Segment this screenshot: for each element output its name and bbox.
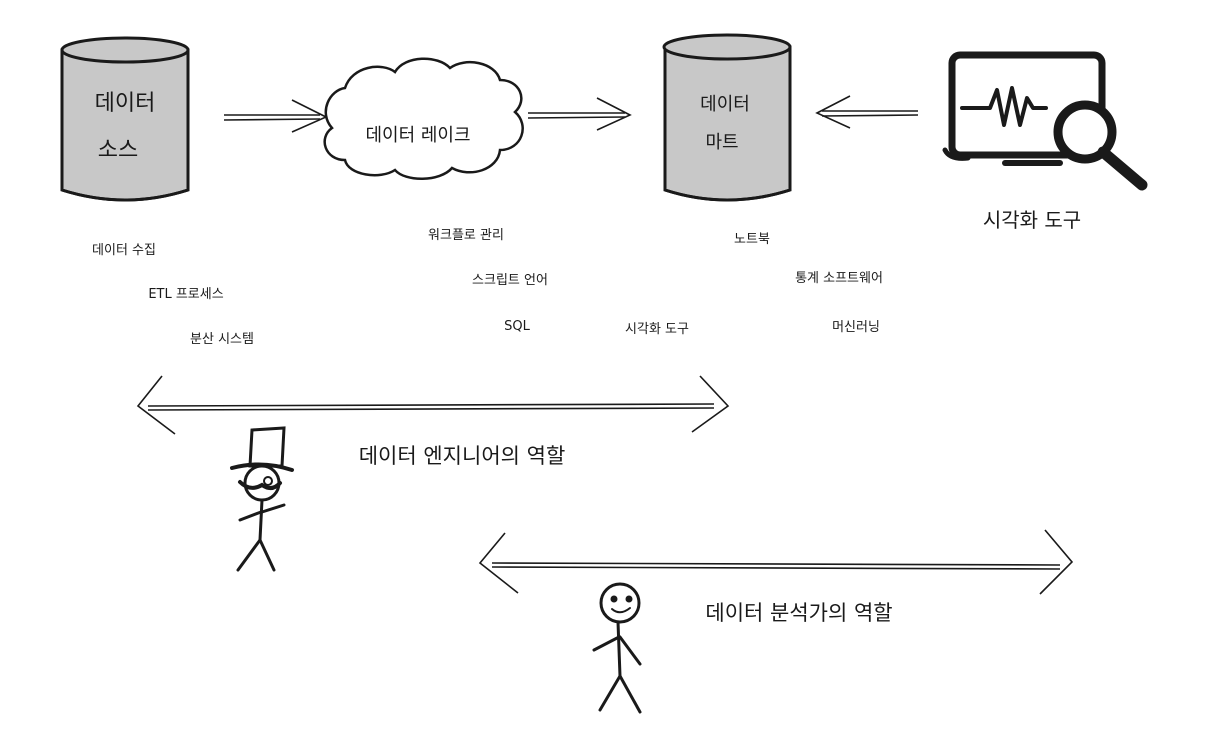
arrow-viz-to-mart: [815, 95, 919, 129]
workflow-label: 워크플로 관리: [428, 228, 504, 243]
notebook-label: 노트북: [734, 232, 770, 247]
analyst-range-arrow: [478, 529, 1074, 595]
script-label: 스크립트 언어: [472, 273, 548, 288]
stick-figure-smiling-icon: [592, 582, 642, 714]
data-lake-label: 데이터 레이크: [365, 125, 470, 146]
sql-label: SQL: [504, 319, 530, 334]
analyst-role-label: 데이터 분석가의 역할: [705, 601, 892, 625]
engineer-role-label: 데이터 엔지니어의 역할: [359, 444, 566, 468]
data-mart-cylinder-icon: [662, 33, 792, 202]
viz-feature-label: 시각화 도구: [625, 322, 689, 337]
arrow-lake-to-mart: [527, 97, 632, 131]
stats-label: 통계 소프트웨어: [795, 271, 883, 286]
data-mart-label-2: 마트: [705, 132, 738, 153]
stick-figure-top-hat-icon: [230, 426, 294, 572]
data-source-label-1: 데이터: [95, 91, 156, 116]
ml-label: 머신러닝: [832, 320, 880, 335]
viz-tool-label: 시각화 도구: [983, 208, 1081, 232]
arrow-source-to-lake: [223, 99, 328, 133]
distributed-label: 분산 시스템: [190, 332, 254, 347]
data-source-cylinder-icon: [60, 36, 190, 202]
data-source-label-2: 소스: [98, 138, 138, 163]
engineer-range-arrow: [136, 375, 730, 435]
data-lake-cloud-icon: [323, 57, 524, 180]
etl-label: ETL 프로세스: [148, 287, 223, 302]
monitor-magnifier-icon: [942, 51, 1148, 191]
data-mart-label-1: 데이터: [700, 94, 750, 115]
collect-label: 데이터 수집: [92, 243, 156, 258]
